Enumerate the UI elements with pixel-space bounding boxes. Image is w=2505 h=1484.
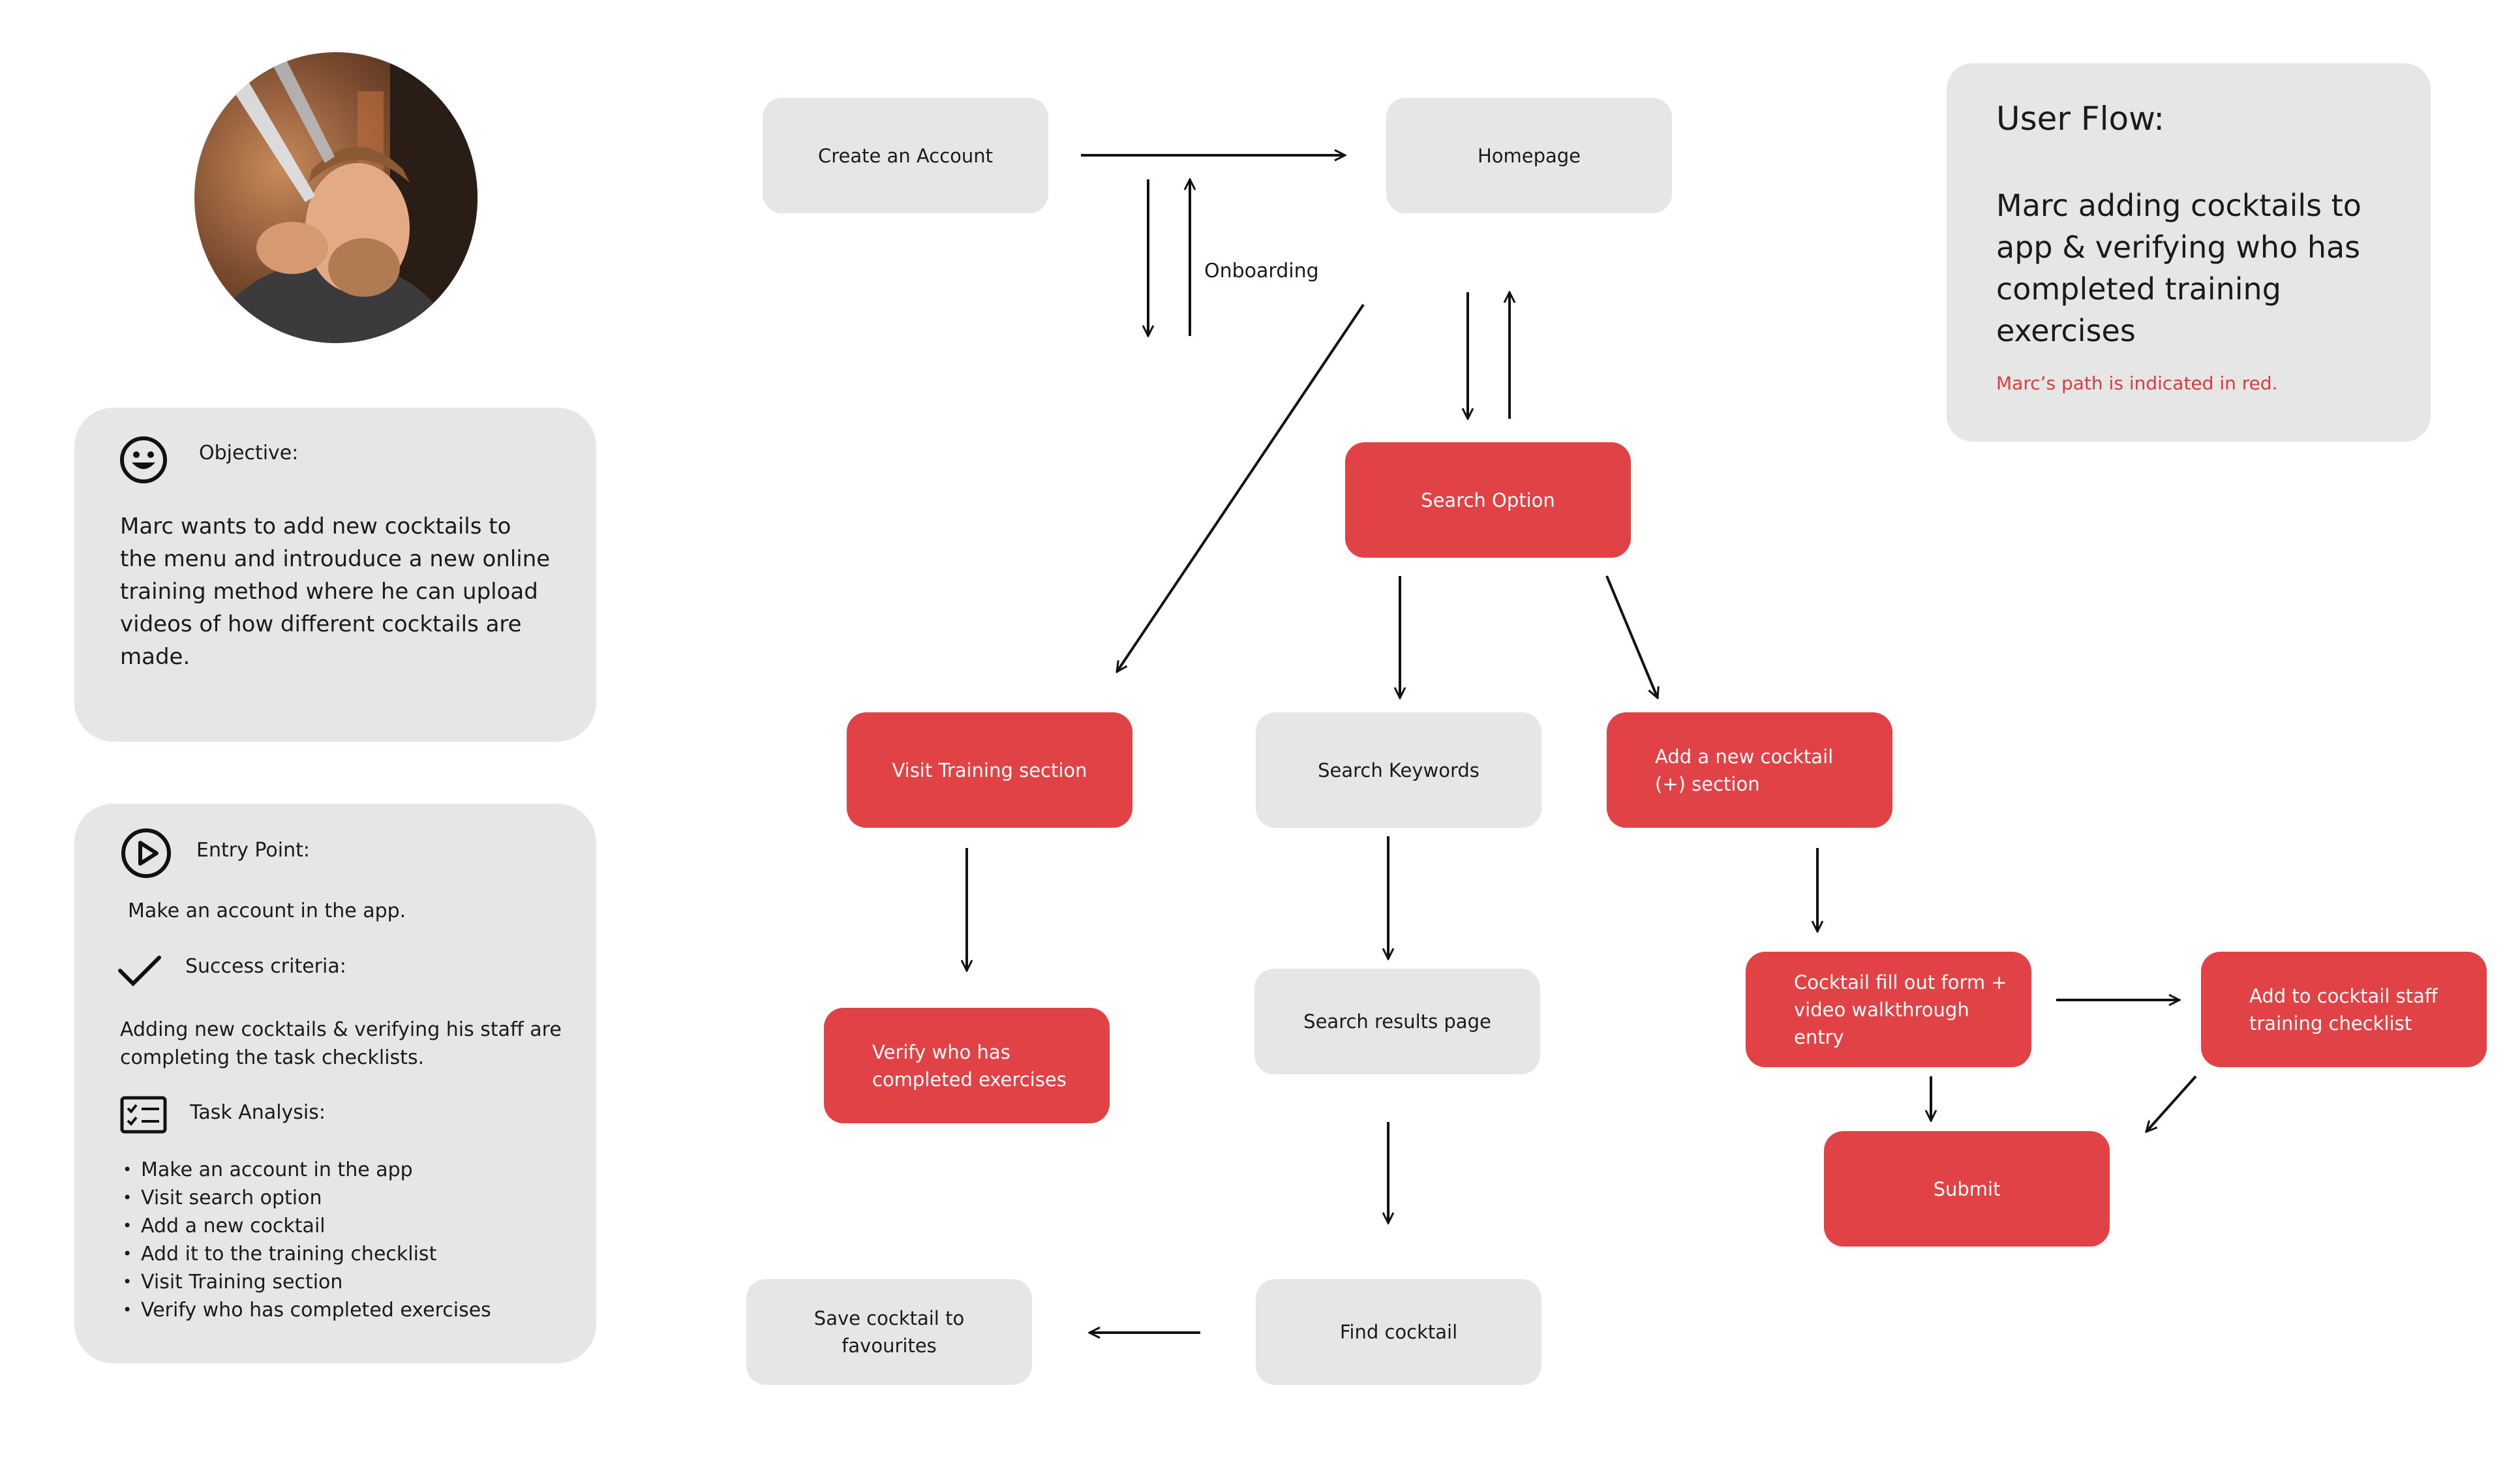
task-item: Verify who has completed exercises xyxy=(121,1296,491,1324)
node-submit: Submit xyxy=(1824,1131,2110,1247)
objective-card: Objective: Marc wants to add new cocktai… xyxy=(74,408,596,742)
entry-title: Entry Point: xyxy=(196,839,310,862)
node-add-cocktail-line1: Add a new cocktail xyxy=(1655,745,1834,768)
onboarding-label: Onboarding xyxy=(1204,260,1319,282)
node-find-cocktail: Find cocktail xyxy=(1256,1279,1541,1385)
node-verify-line2: completed exercises xyxy=(872,1068,1067,1091)
node-cocktail-form: Cocktail fill out form + video walkthroug… xyxy=(1746,952,2031,1067)
node-search-keywords: Search Keywords xyxy=(1256,712,1541,828)
node-verify-exercises: Verify who has completed exercises xyxy=(824,1008,1110,1123)
node-add-cocktail: Add a new cocktail (+) section xyxy=(1607,712,1892,828)
bartender-photo xyxy=(194,52,478,343)
node-add-checklist: Add to cocktail staff training checklist xyxy=(2201,952,2487,1067)
checkmark-icon xyxy=(118,956,161,987)
node-add-cocktail-line2: (+) section xyxy=(1655,772,1760,795)
arrow-checklist-to-submit xyxy=(2146,1075,2197,1132)
node-checklist-line2: training checklist xyxy=(2249,1012,2412,1035)
entry-body: Make an account in the app. xyxy=(128,900,406,922)
user-flow-note: Marc’s path is indicated in red. xyxy=(1996,372,2278,394)
task-item: Visit search option xyxy=(121,1184,491,1212)
success-title: Success criteria: xyxy=(185,955,346,978)
success-body: Adding new cocktails & verifying his sta… xyxy=(120,1018,562,1069)
node-verify-line1: Verify who has xyxy=(872,1040,1010,1063)
node-homepage: Homepage xyxy=(1386,98,1672,213)
node-save-favourites: Save cocktail to favourites xyxy=(746,1279,1032,1385)
task-list: Make an account in the app Visit search … xyxy=(121,1156,491,1324)
node-search-option: Search Option xyxy=(1345,442,1631,558)
play-circle-icon xyxy=(121,828,171,878)
node-visit-training: Visit Training section xyxy=(847,712,1132,828)
node-checklist-line1: Add to cocktail staff xyxy=(2249,984,2438,1007)
arrow-homepage-to-training xyxy=(1117,303,1365,672)
objective-body: Marc wants to add new cocktails to the m… xyxy=(120,513,551,670)
task-item: Make an account in the app xyxy=(121,1156,491,1184)
task-title: Task Analysis: xyxy=(190,1101,326,1124)
task-item: Add a new cocktail xyxy=(121,1212,491,1240)
user-flow-description: Marc adding cocktails to app & verifying… xyxy=(1996,188,2361,348)
node-search-results: Search results page xyxy=(1254,969,1540,1074)
checklist-icon xyxy=(120,1096,167,1134)
user-flow-title: User Flow: xyxy=(1996,100,2165,138)
node-form-line2: video walkthrough entry xyxy=(1794,998,1969,1048)
avatar xyxy=(194,52,478,343)
user-flow-card: User Flow: Marc adding cocktails to app … xyxy=(1947,63,2431,442)
task-item: Add it to the training checklist xyxy=(121,1240,491,1268)
objective-title: Objective: xyxy=(199,442,299,464)
node-create-account: Create an Account xyxy=(763,98,1048,213)
arrow-search-to-add-cocktail xyxy=(1605,575,1658,698)
entry-card: Entry Point: Make an account in the app.… xyxy=(74,804,596,1363)
task-item: Visit Training section xyxy=(121,1268,491,1296)
node-form-line1: Cocktail fill out form + xyxy=(1794,971,2007,993)
smiley-face-icon xyxy=(120,436,167,483)
